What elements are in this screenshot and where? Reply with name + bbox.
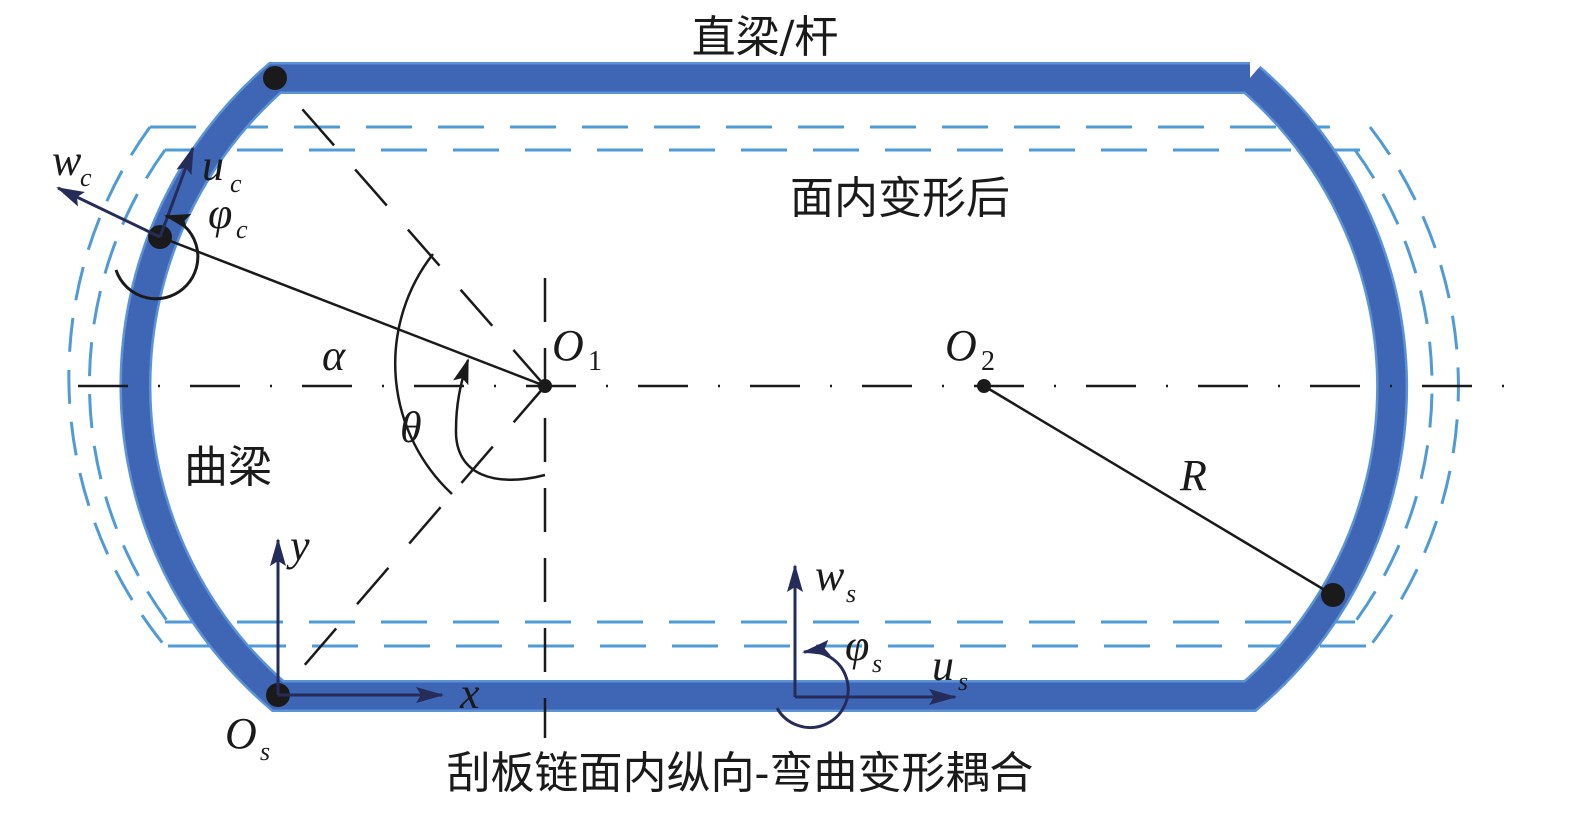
wc-subscript: c (80, 163, 92, 192)
O1-label: O (552, 321, 584, 370)
deformed-left-inner-arc (87, 149, 170, 623)
caption: 刮板链面内纵向-弯曲变形耦合 (447, 748, 1034, 799)
y-axis-label: y (286, 521, 310, 570)
us-subscript: s (958, 667, 968, 696)
phis-rotation-arrow (775, 639, 850, 729)
theta-label: θ (400, 403, 422, 452)
phis-subscript: s (872, 649, 882, 678)
curved-beam-label: 曲梁 (184, 442, 272, 493)
us-label: u (932, 641, 954, 690)
phic-subscript: c (236, 215, 248, 244)
radius-line-curved-point (159, 235, 546, 388)
phic-rotation-arrow (114, 214, 200, 301)
x-axis-label: x (459, 669, 480, 718)
wc-label: w (52, 136, 82, 185)
deformed-shape (67, 125, 1460, 648)
uc-label: u (202, 141, 224, 190)
straight-beam-label: 直梁/杆 (692, 12, 839, 63)
phis-label: φ (845, 621, 869, 670)
wc-vector-arrow (56, 186, 161, 239)
alpha-angle-arc (393, 253, 453, 495)
lower-boundary-dashed-line (277, 385, 546, 697)
center-O2-dot (977, 379, 991, 393)
theta-angle-arrow (453, 358, 546, 482)
O1-subscript: 1 (588, 346, 602, 377)
uc-subscript: c (230, 169, 242, 198)
after-deformation-label: 面内变形后 (790, 173, 1010, 224)
phic-label: φ (208, 189, 232, 238)
O2-label: O (945, 321, 977, 370)
center-O1-dot (538, 379, 552, 393)
Os-label: O (225, 709, 257, 758)
R-label: R (1179, 451, 1207, 500)
Os-subscript: s (260, 737, 270, 766)
ws-label: w (815, 551, 845, 600)
ws-subscript: s (846, 579, 856, 608)
O2-subscript: 2 (981, 346, 995, 377)
top-junction-node (263, 66, 287, 90)
deformed-left-outer-arc (67, 126, 167, 647)
alpha-label: α (322, 331, 346, 380)
upper-boundary-dashed-line (274, 77, 546, 387)
right-arc-point (1321, 583, 1345, 607)
radius-line-R (983, 384, 1334, 597)
deformed-right-inner-arc (1353, 149, 1434, 623)
